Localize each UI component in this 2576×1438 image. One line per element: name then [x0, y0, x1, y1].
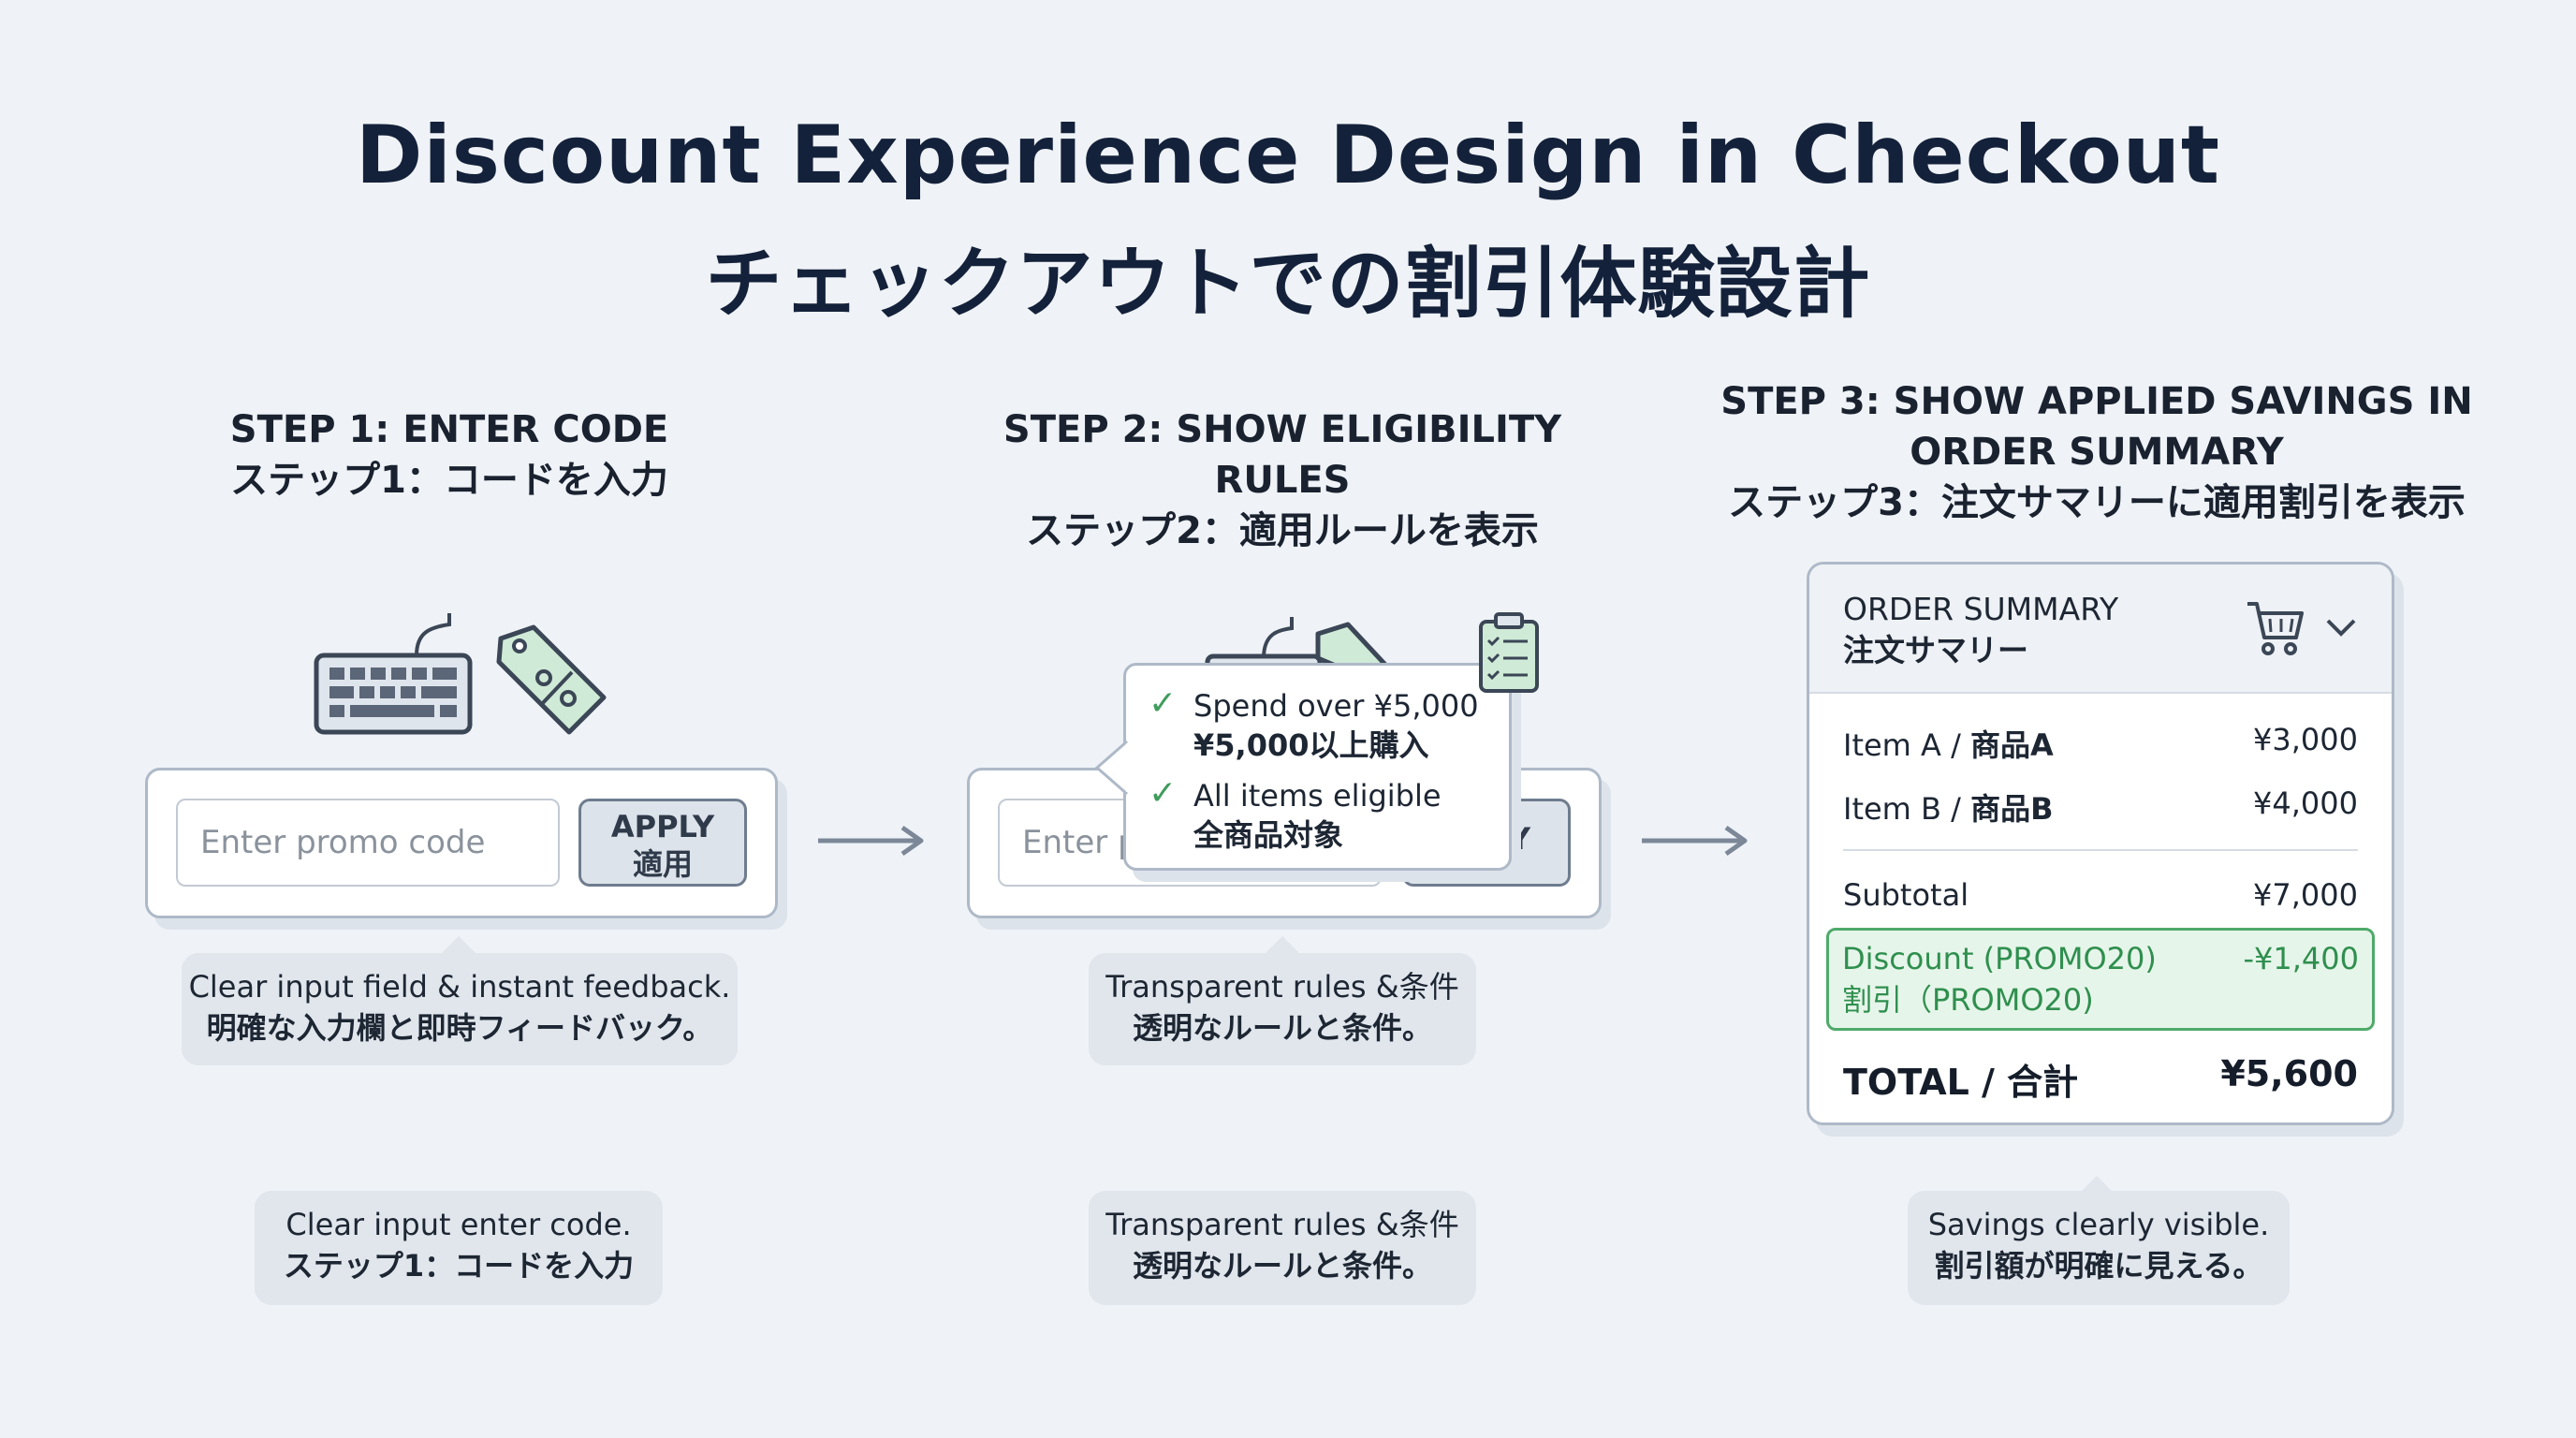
discount-label-jp: 割引（PROMO20) — [1842, 982, 2094, 1018]
step3-footer-jp: 割引額が明確に見える。 — [1934, 1248, 2263, 1284]
subtotal-row: Subtotal ¥7,000 — [1843, 877, 2358, 913]
order-summary-title-jp: 注文サマリー — [1843, 632, 2028, 668]
chevron-down-icon[interactable] — [2324, 617, 2358, 639]
apply-label-en: APPLY — [610, 809, 715, 844]
order-summary-title-en: ORDER SUMMARY — [1843, 591, 2119, 627]
item-a-label-en: Item A / — [1843, 727, 1971, 763]
rule-all-items-en: All items eligible — [1193, 778, 1442, 814]
subtotal-value: ¥7,000 — [2253, 877, 2358, 913]
caption-pointer — [442, 936, 476, 953]
flow-arrow-icon — [1642, 825, 1748, 857]
order-summary-header: ORDER SUMMARY 注文サマリー — [1809, 565, 2392, 694]
step3-footer-note: Savings clearly visible. 割引額が明確に見える。 — [1908, 1191, 2290, 1305]
eligibility-popover: ✓ Spend over ¥5,000 ¥5,000以上購入 ✓ All ite… — [1123, 663, 1512, 871]
discount-label-en: Discount (PROMO20) — [1842, 941, 2157, 976]
discount-tag-icon — [496, 624, 607, 735]
step2-caption-jp: 透明なルールと条件。 — [1132, 1010, 1432, 1046]
item-b-label-en: Item B / — [1843, 791, 1971, 827]
rule-item-all-items: ✓ All items eligible 全商品対象 — [1149, 774, 1504, 855]
order-summary-card: ORDER SUMMARY 注文サマリー Item A / 商品A ¥3,000… — [1807, 562, 2394, 1125]
item-b-label-jp: 商品B — [1970, 791, 2054, 827]
step1-footer-note: Clear input enter code. ステップ1：コードを入力 — [255, 1191, 663, 1305]
step3-heading-en-2: ORDER SUMMARY — [1910, 431, 2284, 474]
step3-heading-jp: ステップ3：注文サマリーに適用割引を表示 — [1728, 481, 2466, 524]
rule-item-spend: ✓ Spend over ¥5,000 ¥5,000以上購入 — [1149, 684, 1504, 765]
step3-heading: STEP 3: SHOW APPLIED SAVINGS IN ORDER SU… — [1685, 376, 2509, 528]
step2-heading-en: STEP 2: SHOW ELIGIBILITY RULES — [1003, 408, 1562, 502]
item-a-label-jp: 商品A — [1970, 727, 2054, 763]
caption-pointer — [1266, 936, 1299, 953]
cart-icon — [2247, 602, 2304, 655]
step1-caption: Clear input field & instant feedback. 明確… — [182, 953, 738, 1065]
step1-heading: STEP 1: ENTER CODE ステップ1：コードを入力 — [168, 404, 730, 506]
total-label: TOTAL / 合計 — [1843, 1062, 2079, 1103]
step1-footer-jp: ステップ1：コードを入力 — [283, 1248, 635, 1284]
item-b-price: ¥4,000 — [2253, 785, 2358, 821]
step2-caption: Transparent rules &条件 透明なルールと条件。 — [1089, 953, 1476, 1065]
step1-heading-en: STEP 1: ENTER CODE — [229, 408, 669, 451]
promo-code-card: Enter promo code APPLY 適用 — [145, 768, 778, 918]
popover-pointer — [1094, 740, 1131, 796]
summary-item-row: Item A / 商品A ¥3,000 — [1843, 722, 2358, 765]
discount-value: -¥1,400 — [2243, 941, 2359, 976]
discount-row: Discount (PROMO20) 割引（PROMO20) -¥1,400 — [1826, 928, 2375, 1031]
total-row: TOTAL / 合計 ¥5,600 — [1843, 1053, 2358, 1105]
step2-caption-en: Transparent rules &条件 — [1105, 969, 1459, 1005]
summary-item-row: Item B / 商品B ¥4,000 — [1843, 785, 2358, 829]
checkmark-icon: ✓ — [1149, 684, 1178, 723]
item-a-price: ¥3,000 — [2253, 722, 2358, 757]
step1-caption-jp: 明確な入力欄と即時フィードバック。 — [206, 1010, 713, 1046]
step2-footer-note: Transparent rules &条件 透明なルールと条件。 — [1089, 1191, 1476, 1305]
apply-button[interactable]: APPLY 適用 — [578, 799, 747, 887]
clipboard-checklist-icon — [1479, 612, 1539, 693]
rule-spend-en: Spend over ¥5,000 — [1193, 688, 1479, 724]
promo-code-input[interactable]: Enter promo code — [176, 799, 560, 887]
step3-heading-en-1: STEP 3: SHOW APPLIED SAVINGS IN — [1720, 380, 2473, 423]
apply-label-partial: Y — [1508, 821, 1530, 857]
caption-pointer — [2080, 1176, 2114, 1193]
step2-heading-jp: ステップ2：適用ルールを表示 — [1026, 509, 1539, 552]
page-subtitle: チェックアウトでの割引体験設計 — [705, 240, 1871, 329]
flow-arrow-icon — [818, 825, 924, 857]
rule-spend-jp: ¥5,000以上購入 — [1193, 727, 1429, 763]
step1-footer-en: Clear input enter code. — [285, 1207, 632, 1242]
subtotal-label: Subtotal — [1843, 877, 1969, 913]
page-title: Discount Experience Design in Checkout — [355, 109, 2221, 202]
order-summary-title: ORDER SUMMARY 注文サマリー — [1843, 589, 2118, 671]
step2-heading: STEP 2: SHOW ELIGIBILITY RULES ステップ2：適用ル… — [945, 404, 1619, 556]
rule-all-items-jp: 全商品対象 — [1193, 817, 1344, 853]
step1-heading-jp: ステップ1：コードを入力 — [230, 459, 668, 502]
step3-footer-en: Savings clearly visible. — [1927, 1207, 2270, 1242]
step1-caption-en: Clear input field & instant feedback. — [188, 969, 731, 1005]
step2-footer-jp: 透明なルールと条件。 — [1132, 1248, 1432, 1284]
total-value: ¥5,600 — [2220, 1053, 2358, 1094]
keyboard-icon — [314, 613, 473, 735]
checkmark-icon: ✓ — [1149, 774, 1178, 813]
summary-divider — [1843, 849, 2358, 851]
step2-footer-en: Transparent rules &条件 — [1105, 1207, 1459, 1242]
apply-label-jp: 適用 — [632, 846, 693, 882]
